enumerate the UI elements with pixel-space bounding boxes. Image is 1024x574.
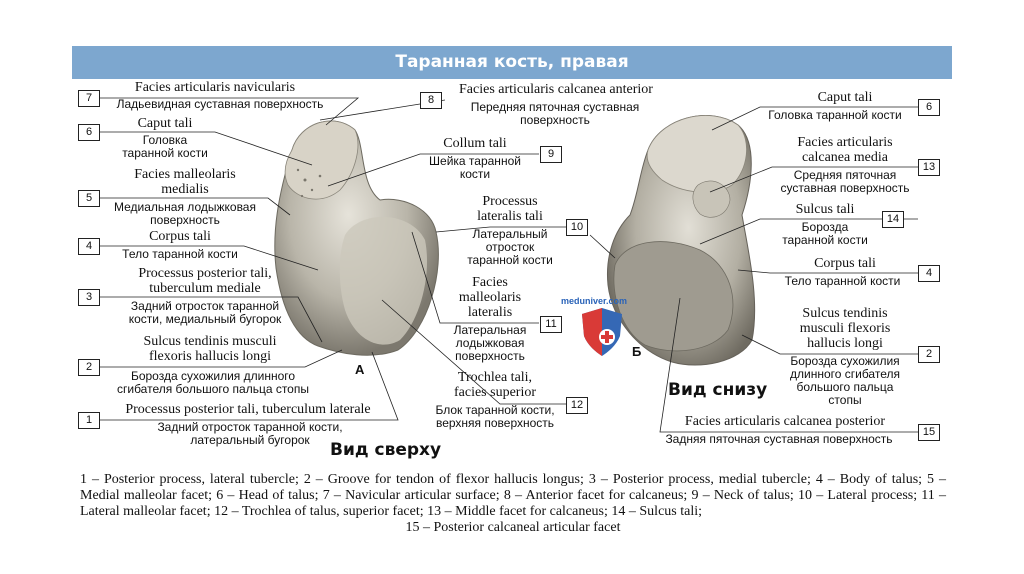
- meduniver-logo-icon: [582, 308, 622, 356]
- label-7-latin: Facies articularis navicularis: [110, 80, 320, 95]
- label-4-right-latin: Corpus tali: [780, 256, 910, 271]
- label-number-6-right: 6: [918, 99, 940, 116]
- figure-caption: 1 – Posterior process, lateral tubercle;…: [80, 472, 946, 536]
- label-8-latin: Facies articularis calcanea anterior: [445, 82, 667, 97]
- view-top-title: Вид сверху: [330, 440, 441, 460]
- label-number-10: 10: [566, 219, 588, 236]
- label-12-latin-2: facies superior: [425, 385, 565, 400]
- label-6-left-russian-2: таранной кости: [110, 147, 220, 160]
- view-bottom-title: Вид снизу: [668, 380, 767, 400]
- label-14-latin: Sulcus tali: [770, 202, 880, 217]
- label-6-right-latin: Caput tali: [775, 90, 915, 105]
- label-2-right-latin-3: hallucis longi: [785, 336, 905, 351]
- label-8-russian-2: поверхность: [455, 114, 655, 127]
- label-13-latin-1: Facies articularis: [775, 135, 915, 150]
- label-10-latin-1: Processus: [455, 194, 565, 209]
- label-13-russian-2: суставная поверхность: [770, 182, 920, 195]
- label-number-3: 3: [78, 289, 100, 306]
- label-number-2-left: 2: [78, 359, 100, 376]
- label-11-latin-2: malleolaris: [440, 290, 540, 305]
- label-15-latin: Facies articularis calcanea posterior: [660, 414, 910, 429]
- label-3-latin-2: tuberculum mediale: [105, 281, 305, 296]
- label-5-latin-1: Facies malleolaris: [110, 167, 260, 182]
- label-9-russian-2: кости: [420, 168, 530, 181]
- label-12-latin-1: Trochlea tali,: [425, 370, 565, 385]
- label-2-right-latin-2: musculi flexoris: [785, 321, 905, 336]
- label-number-9: 9: [540, 146, 562, 163]
- label-9-latin: Collum tali: [420, 136, 530, 151]
- label-number-13: 13: [918, 159, 940, 176]
- label-number-15: 15: [918, 424, 940, 441]
- label-11-latin-3: lateralis: [440, 305, 540, 320]
- label-number-8: 8: [420, 92, 442, 109]
- label-2-left-latin-2: flexoris hallucis longi: [105, 349, 315, 364]
- label-3-latin-1: Processus posterior tali,: [105, 266, 305, 281]
- label-number-14: 14: [882, 211, 904, 228]
- label-15-russian: Задняя пяточная суставная поверхность: [648, 433, 910, 446]
- label-2-left-latin-1: Sulcus tendinis musculi: [105, 334, 315, 349]
- label-number-4-left: 4: [78, 238, 100, 255]
- talus-bottom-view: [607, 115, 754, 365]
- label-5-latin-2: medialis: [110, 182, 260, 197]
- label-5-russian-2: поверхность: [100, 214, 270, 227]
- label-4-left-latin: Corpus tali: [110, 229, 250, 244]
- label-10-russian-3: таранной кости: [450, 254, 570, 267]
- label-number-7: 7: [78, 90, 100, 107]
- label-2-right-russian-4: стопы: [780, 394, 910, 407]
- caption-last-line: 15 – Posterior calcaneal articular facet: [80, 520, 946, 536]
- label-2-right-latin-1: Sulcus tendinis: [785, 306, 905, 321]
- label-number-2-right: 2: [918, 346, 940, 363]
- label-6-right-russian: Головка таранной кости: [755, 109, 915, 122]
- caption-main: 1 – Posterior process, lateral tubercle;…: [80, 472, 946, 519]
- label-4-left-russian: Тело таранной кости: [105, 248, 255, 261]
- logo-text: meduniver.com: [561, 296, 627, 306]
- label-3-russian-2: кости, медиальный бугорок: [100, 313, 310, 326]
- label-number-6-left: 6: [78, 124, 100, 141]
- view-letter-a: А: [355, 362, 364, 377]
- label-number-4-right: 4: [918, 265, 940, 282]
- label-2-left-russian-2: сгибателя большого пальца стопы: [98, 383, 328, 396]
- label-11-latin-1: Facies: [440, 275, 540, 290]
- label-14-russian-2: таранной кости: [770, 234, 880, 247]
- label-11-russian-3: поверхность: [440, 350, 540, 363]
- label-13-latin-2: calcanea media: [775, 150, 915, 165]
- label-7-russian: Ладьевидная суставная поверхность: [100, 98, 340, 111]
- label-12-russian-2: верхняя поверхность: [420, 417, 570, 430]
- label-1-latin: Processus posterior tali, tuberculum lat…: [108, 402, 388, 417]
- label-number-5: 5: [78, 190, 100, 207]
- label-4-right-russian: Тело таранной кости: [770, 275, 915, 288]
- view-letter-b: Б: [632, 344, 641, 359]
- label-6-left-latin: Caput tali: [110, 116, 220, 131]
- label-number-1: 1: [78, 412, 100, 429]
- label-10-latin-2: lateralis tali: [455, 209, 565, 224]
- label-number-11: 11: [540, 316, 562, 333]
